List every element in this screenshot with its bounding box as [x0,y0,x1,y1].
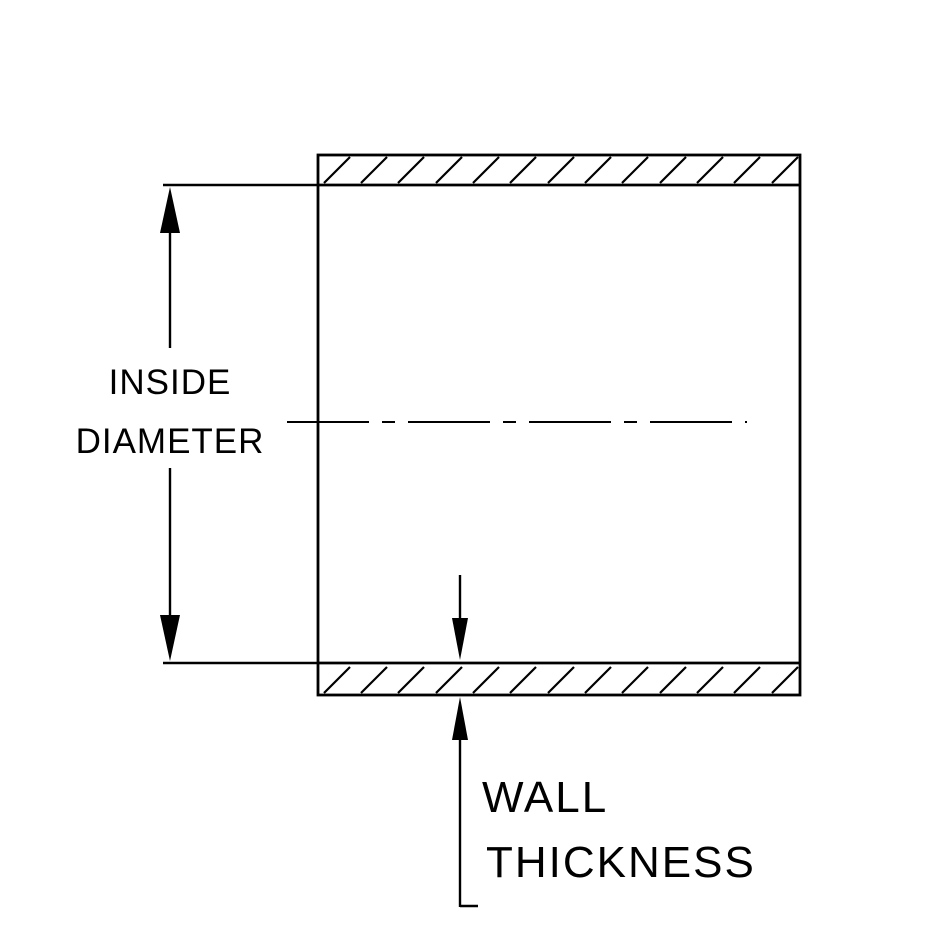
arrow-up-icon [160,187,180,233]
inside-diameter-dimension: INSIDE DIAMETER [76,183,318,665]
wall-thickness-dimension: WALL THICKNESS [452,575,756,908]
top-wall-hatch [323,156,799,184]
wall-thickness-label-line1: WALL [482,773,608,822]
wall-thickness-label-line2: THICKNESS [486,838,756,887]
inside-diameter-label-line1: INSIDE [109,363,232,402]
arrow-down-icon [160,615,180,661]
tube-outline [316,153,802,697]
arrow-down-small-icon [452,618,468,660]
arrow-up-small-icon [452,697,468,740]
tube-body [316,153,802,697]
bottom-wall-hatch [323,666,799,694]
inside-diameter-label-line2: DIAMETER [76,422,265,461]
